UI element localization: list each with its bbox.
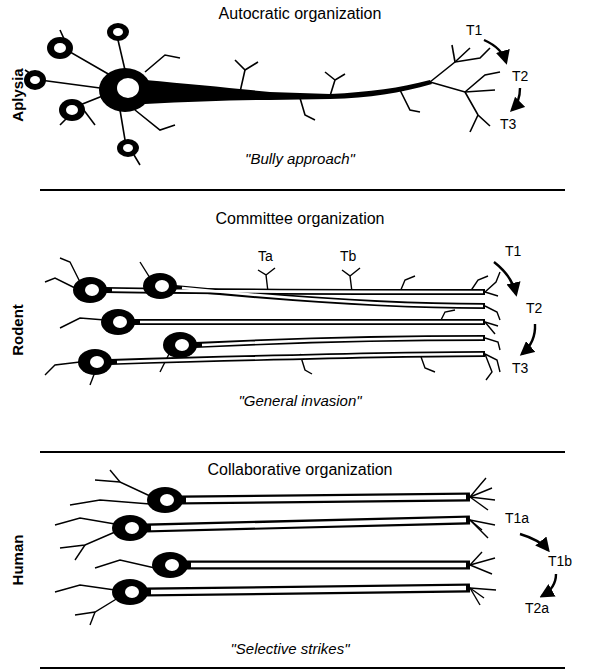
terminal-label: T2a bbox=[525, 600, 549, 616]
strategy-caption: "Selective strikes" bbox=[230, 640, 349, 657]
human-neurons bbox=[55, 470, 556, 625]
species-label: Aplysia bbox=[9, 68, 26, 121]
terminal-label: T1 bbox=[505, 243, 521, 259]
terminal-label: T1a bbox=[505, 510, 529, 526]
terminal-label: T1b bbox=[548, 553, 572, 569]
rodent-neurons bbox=[45, 258, 535, 385]
terminal-label: T3 bbox=[512, 360, 528, 376]
strategy-caption: "Bully approach" bbox=[245, 150, 355, 167]
panel-divider bbox=[40, 190, 565, 668]
terminal-label: T2 bbox=[512, 68, 528, 84]
panel-heading: Autocratic organization bbox=[219, 5, 382, 23]
strategy-caption: "General invasion" bbox=[238, 392, 361, 409]
terminal-label: Ta bbox=[258, 248, 273, 264]
terminal-label: T2 bbox=[526, 300, 542, 316]
panel-heading: Committee organization bbox=[216, 210, 385, 228]
terminal-label: Tb bbox=[340, 248, 356, 264]
terminal-label: T3 bbox=[500, 116, 516, 132]
terminal-label: T1 bbox=[466, 22, 482, 38]
panel-heading: Collaborative organization bbox=[208, 461, 393, 479]
species-label: Human bbox=[9, 535, 26, 586]
aplysia-neuron bbox=[24, 23, 520, 165]
species-label: Rodent bbox=[9, 304, 26, 356]
